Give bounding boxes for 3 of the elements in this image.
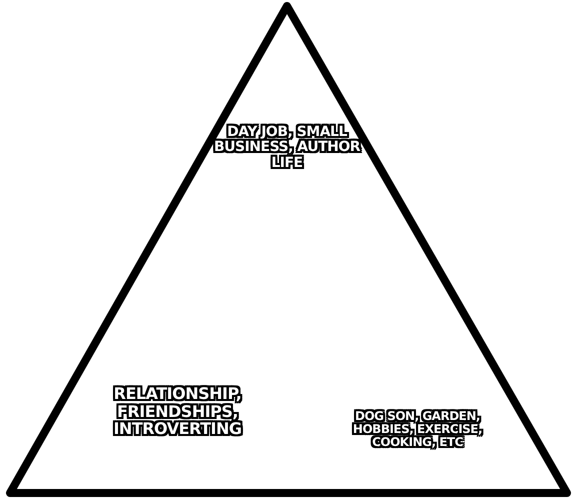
- corner-label: DAY JOB, SMALL BUSINESS, AUTHOR LIFE: [212, 125, 362, 172]
- corner-label: RELATIONSHIP, FRIENDSHIPS, INTROVERTING: [112, 385, 244, 438]
- corner-label: DOG SON, GARDEN, HOBBIES, EXERCISE, COOKING, ETC: [351, 410, 484, 450]
